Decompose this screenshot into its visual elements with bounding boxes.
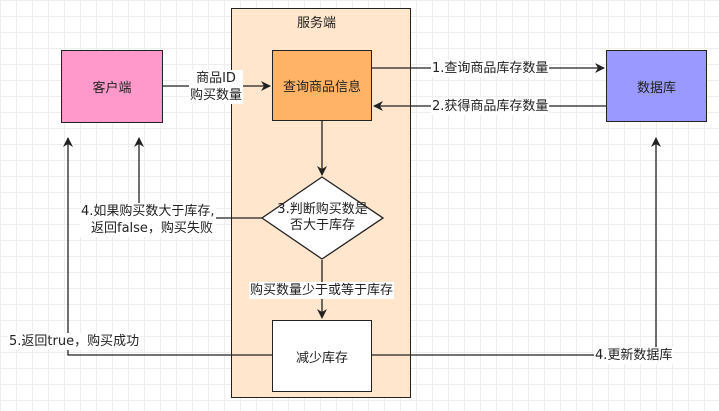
reduce-label: 减少库存: [295, 350, 348, 366]
edge-reduce-to-db: [372, 137, 661, 356]
edge-label-enough: 购买数量少于或等于库存: [249, 282, 395, 299]
decision-text-line1: 3.判断购买数是: [277, 202, 368, 217]
client-node: 客户端: [61, 50, 163, 123]
query-node: 查询商品信息: [272, 50, 372, 121]
decision-text: 3.判断购买数是 否大于库存: [262, 202, 383, 234]
edge-label-fail: 4.如果购买数大于库存, 返回false，购买失败: [80, 203, 216, 237]
decision-diamond: [260, 176, 385, 260]
reduce-node: 减少库存: [272, 320, 372, 392]
server-title: 服务端: [297, 16, 337, 31]
client-label: 客户端: [92, 81, 132, 96]
edge-label-update-db: 4.更新数据库: [594, 347, 674, 364]
edge-label-input-line1: 商品ID: [196, 71, 236, 86]
edge-label-success: 5.返回true，购买成功: [8, 333, 141, 350]
edge-label-input: 商品ID 购买数量: [189, 70, 244, 104]
edge-reduce-to-client: [63, 137, 272, 356]
database-label: 数据库: [636, 80, 676, 96]
edge-label-fail-line1: 4.如果购买数大于库存,: [81, 204, 215, 219]
edge-label-fail-line2: 返回false，购买失败: [91, 221, 213, 236]
edge-label-get-stock: 2.获得商品库存数量: [431, 98, 550, 115]
edge-label-query-stock: 1.查询商品库存数量: [431, 60, 550, 77]
edge-label-input-line2: 购买数量: [190, 88, 243, 103]
decision-text-line2: 否大于库存: [289, 218, 355, 233]
query-label: 查询商品信息: [282, 80, 361, 95]
database-node: 数据库: [606, 50, 707, 122]
